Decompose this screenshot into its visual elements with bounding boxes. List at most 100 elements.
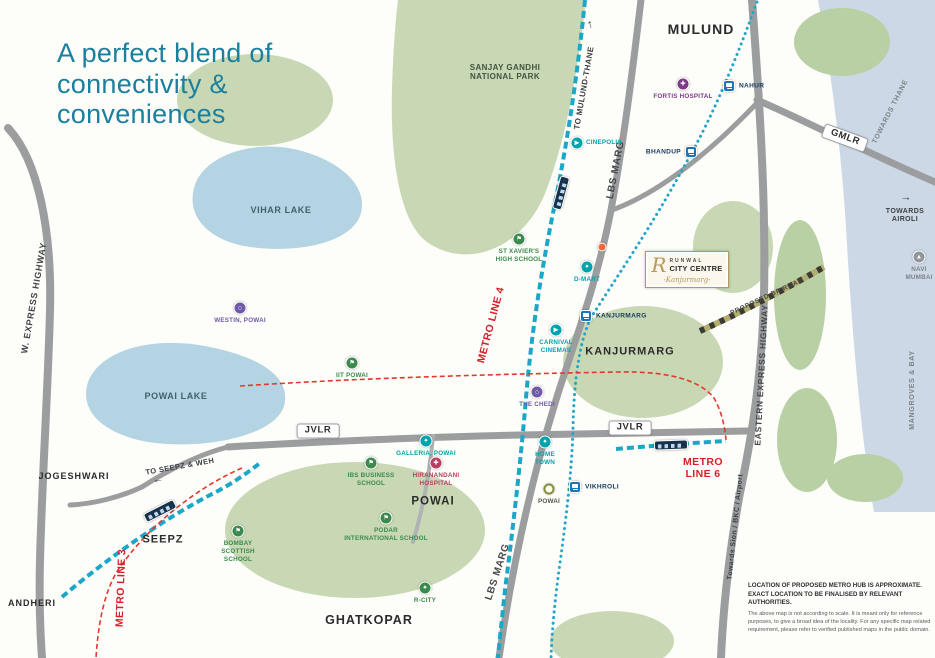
poi-cinepolis-icon: ▶ bbox=[570, 136, 584, 150]
label-ghatkopar: GHATKOPAR bbox=[325, 612, 413, 627]
label-lbs-marg: LBS MARG bbox=[604, 139, 627, 200]
train-icon-2 bbox=[142, 498, 178, 524]
label-mangroves-bay: MANGROVES & BAY bbox=[908, 350, 916, 430]
label-powai-lake: POWAI LAKE bbox=[144, 390, 208, 401]
station-kanjurmarg-icon bbox=[580, 310, 592, 322]
station-nahur-label: NAHUR bbox=[739, 82, 765, 90]
disclaimer-bold-line-1: LOCATION OF PROPOSED METRO HUB IS APPROX… bbox=[748, 582, 922, 589]
label-metro-line-3: METRO LINE 3 bbox=[113, 548, 129, 628]
runwal-city-centre-logo: R RUNWAL CITY CENTRE -Kanjurmarg- bbox=[645, 251, 729, 288]
label-direction-arrow: → bbox=[900, 191, 912, 204]
label-mulund: MULUND bbox=[667, 20, 735, 37]
road-lbs-marg bbox=[495, 0, 645, 658]
poi-home-town-label: HOME TOWN bbox=[535, 451, 555, 466]
poi-galleria-powai-icon: ✦ bbox=[419, 434, 433, 448]
poi-westin-powai-icon: ⌂ bbox=[233, 301, 247, 315]
vihar-lake-shape bbox=[192, 146, 363, 249]
label-kanjurmarg: KANJURMARG bbox=[585, 345, 675, 358]
headline: A perfect blend of connectivity & conven… bbox=[57, 38, 273, 129]
poi-navi-mumbai-label: NAVI MUMBAI bbox=[905, 266, 933, 281]
label-eastern-express-highway: EASTERN EXPRESS HIGHWAY bbox=[752, 304, 770, 446]
green-area-kanjurmarg bbox=[563, 306, 723, 418]
metro-line-6-track bbox=[615, 439, 727, 451]
station-kanjurmarg-label: KANJURMARG bbox=[596, 312, 647, 320]
station-nahur-icon bbox=[723, 80, 735, 92]
railway-line bbox=[549, 0, 759, 658]
logo-names: RUNWAL CITY CENTRE bbox=[669, 258, 722, 273]
station-bhandup-icon bbox=[685, 146, 697, 158]
mangrove-patch bbox=[794, 8, 890, 76]
label-direction-arrow: ← bbox=[151, 472, 165, 487]
logo-project-name: CITY CENTRE bbox=[669, 263, 723, 273]
label-direction-arrow: ↑ bbox=[585, 16, 595, 32]
label-proposed-bp-road: PROPOSED BP ROAD bbox=[729, 276, 805, 317]
road-w-express-highway bbox=[4, 124, 55, 658]
label-seepz: SEEPZ bbox=[142, 533, 184, 546]
disclaimer-bold-line-2: EXACT LOCATION TO BE FINALISED BY RELEVA… bbox=[748, 590, 903, 607]
poi-ibs-business-school-icon: ⚑ bbox=[364, 456, 378, 470]
poi-fortis-hospital-label: FORTIS HOSPITAL bbox=[653, 93, 713, 100]
poi-hiranandani-hospital-icon: ✚ bbox=[429, 456, 443, 470]
label-lbs-marg: LBS MARG bbox=[483, 542, 513, 602]
road-jvlr-west-branch bbox=[67, 444, 231, 508]
poi-bombay-scottish-school-icon: ⚑ bbox=[231, 524, 245, 538]
project-location-dot bbox=[597, 242, 607, 252]
poi-bombay-scottish-school-label: BOMBAY SCOTTISH SCHOOL bbox=[221, 540, 255, 563]
mangrove-patch bbox=[777, 388, 837, 492]
road-jvlr bbox=[224, 427, 752, 451]
road-connector-lbs-gmlr bbox=[609, 100, 760, 213]
powai-lake-shape bbox=[86, 342, 286, 445]
poi-powai-label: POWAI bbox=[538, 498, 560, 505]
poi-carnival-cinemas-icon: ▶ bbox=[549, 323, 563, 337]
label-andheri: ANDHERI bbox=[7, 597, 57, 608]
poi-st-xavier-s-high-school-icon: ⚑ bbox=[512, 232, 526, 246]
station-vikhroli-label: VIKHROLI bbox=[585, 483, 619, 491]
train-icon-3 bbox=[653, 439, 689, 451]
poi-hiranandani-hospital-label: HIRANANDANI HOSPITAL bbox=[412, 472, 460, 487]
green-area bbox=[177, 54, 333, 146]
poi-navi-mumbai-icon: ▲ bbox=[912, 250, 926, 264]
label-jogeshwari: JOGESHWARI bbox=[38, 470, 110, 481]
disclaimer-body: The above map is not according to scale.… bbox=[748, 611, 931, 633]
map-disclaimer: LOCATION OF PROPOSED METRO HUB IS APPROX… bbox=[748, 582, 934, 635]
poi-fortis-hospital-icon: ✚ bbox=[676, 77, 690, 91]
poi-westin-powai-label: WESTIN, POWAI bbox=[214, 317, 266, 324]
label-towards-sion-bkc-airport: Towards Sion / BKC / Airport bbox=[726, 473, 745, 581]
mangrove-patch bbox=[774, 220, 826, 370]
label-towards-thane: TOWARDS THANE bbox=[871, 78, 910, 145]
label-to-seepz-weh: TO SEEPZ & WEH bbox=[144, 455, 215, 477]
label-metro-line-6: METRO LINE 6 bbox=[683, 455, 723, 480]
label-vihar-lake: VIHAR LAKE bbox=[250, 204, 312, 215]
poi-the-chedi-icon: ⌂ bbox=[530, 385, 544, 399]
logo-row: R RUNWAL CITY CENTRE bbox=[650, 255, 724, 275]
label-sanjay-gandhi-national-park: SANJAY GANDHI NATIONAL PARK bbox=[469, 62, 541, 81]
sanjay-gandhi-national-park-shape bbox=[391, 0, 586, 255]
label-jvlr: JVLR bbox=[296, 423, 340, 439]
label-to-mulund-thane: TO MULUND-THANE bbox=[572, 45, 596, 131]
poi-podar-international-school-label: PODAR INTERNATIONAL SCHOOL bbox=[344, 527, 428, 542]
road-proposed-bp-hatch bbox=[698, 264, 826, 334]
road-powai-internal bbox=[411, 434, 435, 544]
poi-home-town-icon: ✦ bbox=[538, 435, 552, 449]
poi-st-xavier-s-high-school-label: ST XAVIER'S HIGH SCHOOL bbox=[495, 248, 543, 263]
metro-corridor-line-6 bbox=[239, 371, 727, 441]
label-powai: POWAI bbox=[411, 495, 455, 508]
road-eastern-express-highway bbox=[717, 0, 769, 658]
poi-d-mart-icon: ✦ bbox=[580, 260, 594, 274]
label-towards-airoli: TOWARDS AIROLI bbox=[885, 207, 925, 223]
poi-the-chedi-label: THE CHEDI bbox=[519, 401, 555, 408]
train-icon-1 bbox=[551, 175, 571, 211]
poi-r-city-label: R-CITY bbox=[413, 597, 437, 604]
poi-iit-powai-icon: ⚑ bbox=[345, 356, 359, 370]
poi-r-city-icon: ✦ bbox=[418, 581, 432, 595]
green-area bbox=[550, 611, 674, 658]
poi-powai-icon bbox=[543, 483, 555, 495]
poi-cinepolis-label: CINEPOLIS bbox=[586, 139, 622, 147]
green-area-powai bbox=[225, 462, 485, 598]
metro-line-4-track bbox=[496, 0, 587, 658]
metro-corridor-line-3 bbox=[95, 467, 243, 658]
metro-line-3-track bbox=[60, 461, 262, 599]
poi-iit-powai-label: IIT POWAI bbox=[336, 372, 368, 379]
station-bhandup-label: BHANDUP bbox=[645, 148, 681, 156]
